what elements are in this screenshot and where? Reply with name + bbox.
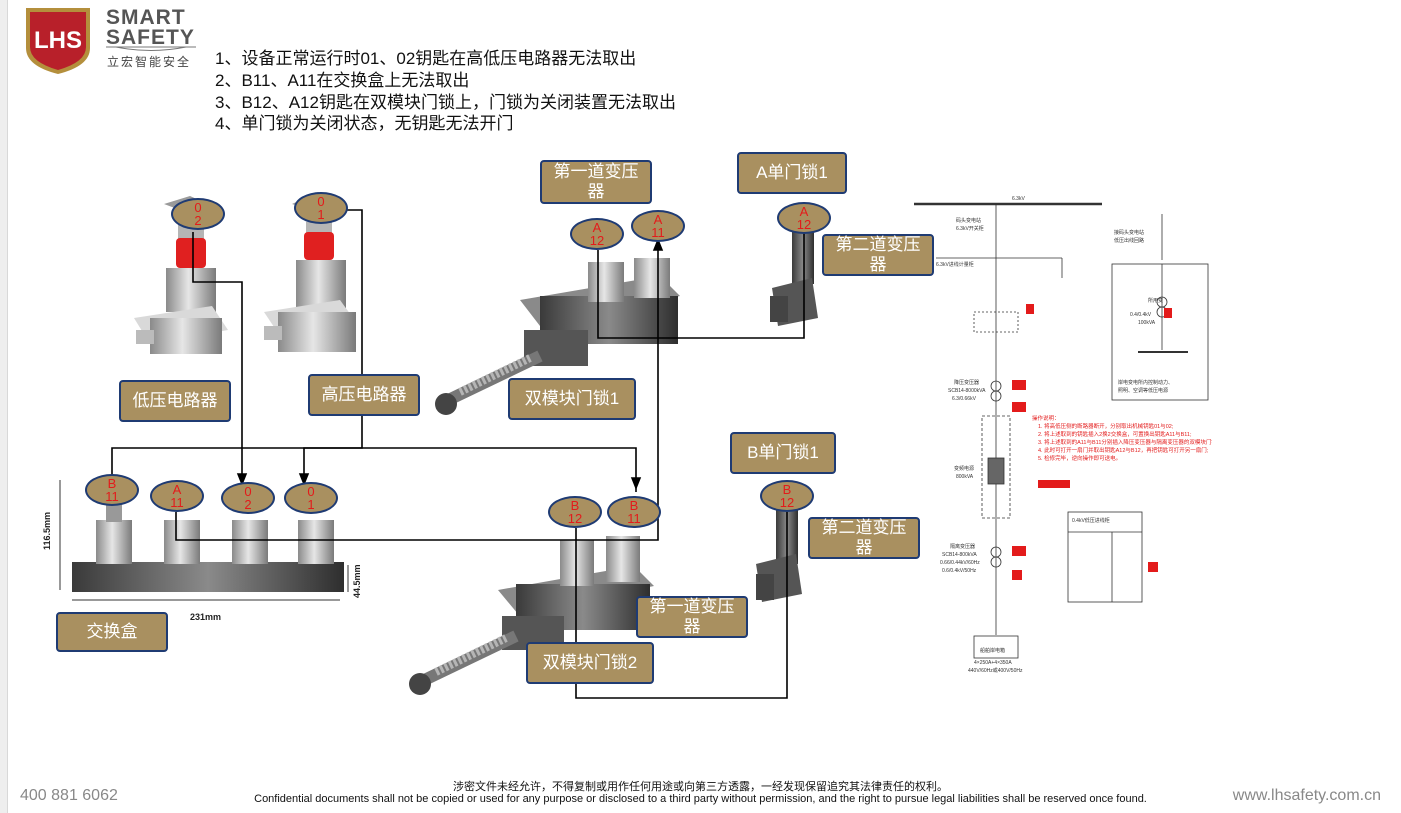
exchange-box-device: [72, 500, 344, 592]
svg-text:4. 此时可打开一扇门并取出钥匙A12与B12，再把钥匙可打: 4. 此时可打开一扇门并取出钥匙A12与B12，再把钥匙可打开另一扇门;: [1038, 446, 1209, 454]
svg-text:降压变压器: 降压变压器: [954, 379, 979, 386]
footer-phone: 400 881 6062: [20, 787, 118, 804]
label-first-transformer-top: 第一道变压器: [540, 160, 652, 204]
svg-text:5. 检修完毕，逆向操作即可送电。: 5. 检修完毕，逆向操作即可送电。: [1038, 454, 1121, 462]
label-exchange-box: 交换盒: [56, 612, 168, 652]
logo-letters: LHS: [34, 27, 82, 54]
label-a-single-lock: A单门锁1: [737, 152, 847, 194]
label-high-breaker: 高压电路器: [308, 374, 420, 416]
svg-text:SCB14-800kVA: SCB14-800kVA: [942, 552, 977, 558]
instruction-4: 4、单门锁为关闭状态，无钥匙无法开门: [215, 114, 514, 133]
svg-text:岸电变电所内控制动力、: 岸电变电所内控制动力、: [1118, 379, 1173, 386]
footer-confidential-en: Confidential documents shall not be copi…: [254, 793, 1147, 805]
svg-text:2. 将上述取到的钥匙插入2换2交换盒，可置换出钥匙A11与: 2. 将上述取到的钥匙插入2换2交换盒，可置换出钥匙A11与B11;: [1038, 430, 1192, 438]
electrical-schematic: 6.3kV 码头变电站 6.3kV开关柜 6.3kV进线计量柜 接码头变电站 低…: [914, 196, 1212, 674]
svg-text:低压出线回路: 低压出线回路: [1114, 237, 1144, 244]
dual-lock-2-device: [409, 536, 654, 695]
svg-text:接码头变电站: 接码头变电站: [1114, 229, 1144, 236]
svg-text:0.66/0.44kV/60Hz: 0.66/0.44kV/60Hz: [940, 560, 980, 566]
instruction-2: 2、B11、A11在交换盒上无法取出: [215, 71, 470, 90]
svg-text:SCB14-8000kVA: SCB14-8000kVA: [948, 388, 986, 394]
svg-text:100kVA: 100kVA: [1138, 320, 1156, 326]
svg-text:800kVA: 800kVA: [956, 474, 974, 480]
svg-text:6.3kV: 6.3kV: [1012, 196, 1025, 202]
instruction-3: 3、B12、A12钥匙在双模块门锁上，门锁为关闭装置无法取出: [215, 93, 676, 112]
label-first-transformer-bottom: 第一道变压器: [636, 596, 748, 638]
svg-text:6.3kV进线计量柜: 6.3kV进线计量柜: [936, 261, 974, 268]
svg-text:照明、空调等低压电源: 照明、空调等低压电源: [1118, 387, 1168, 394]
svg-text:6.3kV开关柜: 6.3kV开关柜: [956, 225, 984, 232]
svg-text:船舶岸电箱: 船舶岸电箱: [980, 647, 1005, 654]
brand-smart: SMART: [106, 6, 186, 29]
svg-text:码头变电站: 码头变电站: [956, 217, 981, 224]
brand-chinese: 立宏智能安全: [107, 55, 192, 69]
label-second-transformer-bottom: 第二道变压器: [808, 517, 920, 559]
label-low-breaker: 低压电路器: [119, 380, 231, 422]
svg-text:3. 将上述取到的A11与B11分别插入降压变压器与隔离变压: 3. 将上述取到的A11与B11分别插入降压变压器与隔离变压器的双模块门锁;: [1038, 438, 1212, 446]
dual-lock-1-device: [435, 258, 680, 415]
label-b-single-lock: B单门锁1: [730, 432, 836, 474]
svg-text:440V/60Hz或400V/50Hz: 440V/60Hz或400V/50Hz: [968, 667, 1023, 674]
brand-safety: SAFETY: [106, 26, 195, 49]
svg-text:0.6/0.4kV/50Hz: 0.6/0.4kV/50Hz: [942, 568, 977, 574]
dim-depth: 44.5mm: [352, 564, 362, 598]
svg-text:4×250A+4×350A: 4×250A+4×350A: [974, 660, 1012, 666]
svg-text:0.4/0.4kV: 0.4/0.4kV: [1130, 312, 1152, 318]
label-dual-lock-1: 双模块门锁1: [508, 378, 636, 420]
left-sidebar-strip: [0, 0, 8, 813]
dim-height: 116.5mm: [42, 511, 52, 550]
dim-width: 231mm: [190, 612, 222, 622]
svg-text:0.4kV低压进线柜: 0.4kV低压进线柜: [1072, 517, 1110, 524]
high-breaker-device: [264, 192, 356, 352]
connection-lines: [111, 209, 805, 699]
footer-website[interactable]: www.lhsafety.com.cn: [1232, 787, 1381, 804]
footer-confidential-cn: 涉密文件未经允许，不得复制或用作任何用途或向第三方透露，一经发现保留追究其法律责…: [453, 781, 948, 793]
brand-underline: [106, 46, 196, 51]
svg-text:1. 将高低压侧的断路器断开，分别取出机械钥匙01与02;: 1. 将高低压侧的断路器断开，分别取出机械钥匙01与02;: [1038, 422, 1174, 430]
lhs-logo: LHS: [26, 8, 90, 74]
svg-text:隔离变压器: 隔离变压器: [950, 543, 975, 550]
svg-text:变频电源: 变频电源: [954, 465, 974, 472]
single-lock-b-device: [756, 510, 802, 602]
svg-text:6.3/0.66kV: 6.3/0.66kV: [952, 396, 977, 402]
single-lock-a-device: [770, 232, 818, 326]
svg-text:所用变: 所用变: [1148, 297, 1163, 304]
label-second-transformer-top: 第二道变压器: [822, 234, 934, 276]
label-dual-lock-2: 双模块门锁2: [526, 642, 654, 684]
dimension-lines: [59, 480, 349, 601]
svg-text:操作说明：: 操作说明：: [1032, 414, 1060, 422]
instruction-1: 1、设备正常运行时01、02钥匙在高低压电路器无法取出: [215, 49, 637, 68]
